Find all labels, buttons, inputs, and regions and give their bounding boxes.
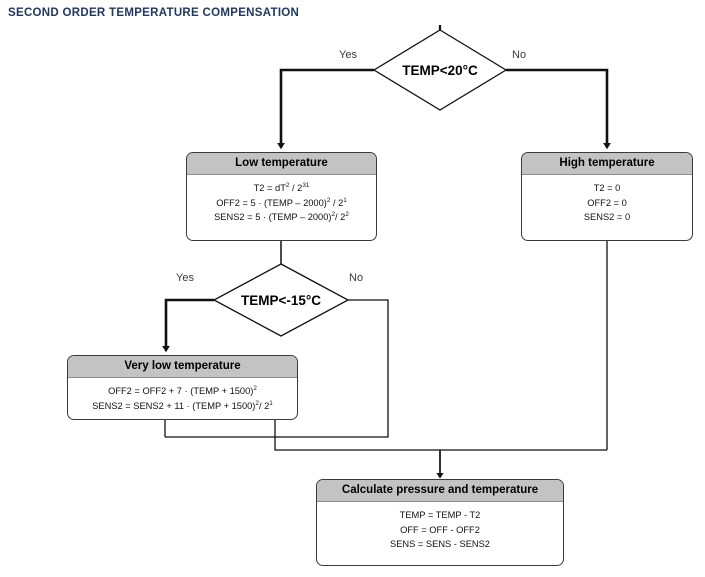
branch-label-no-2: No	[349, 272, 364, 284]
box-calculate-body: TEMP = TEMP - T2 OFF = OFF - OFF2 SENS =…	[317, 502, 563, 558]
branch-label-no-1: No	[512, 49, 527, 61]
high-temp-line-1: T2 = 0	[593, 183, 621, 194]
decision-temp-lt-20[interactable]: TEMP<20°C	[374, 30, 506, 110]
branch-label-yes-2: Yes	[176, 272, 194, 284]
calculate-line-1: TEMP = TEMP - T2	[399, 510, 481, 521]
branch-label-yes-1: Yes	[339, 49, 357, 61]
box-high-temperature[interactable]: High temperature T2 = 0 OFF2 = 0 SENS2 =…	[521, 152, 693, 241]
very-low-temp-line-1: OFF2 = OFF2 + 7 · (TEMP + 1500)2	[108, 385, 257, 397]
low-temp-line-3: SENS2 = 5 · (TEMP – 2000)2/ 22	[214, 210, 349, 223]
high-temp-line-2: OFF2 = 0	[587, 197, 627, 208]
decision-temp-lt-20-label: TEMP<20°C	[402, 62, 478, 78]
high-temp-line-3: SENS2 = 0	[583, 212, 631, 223]
very-low-temp-line-2: SENS2 = SENS2 + 11 · (TEMP + 1500)2/ 21	[92, 399, 273, 411]
box-very-low-temperature-body: OFF2 = OFF2 + 7 · (TEMP + 1500)2 SENS2 =…	[68, 378, 297, 419]
low-temp-line-1: T2 = dT2 / 231	[253, 182, 310, 194]
box-high-temperature-body: T2 = 0 OFF2 = 0 SENS2 = 0	[522, 175, 692, 231]
box-low-temperature[interactable]: Low temperature T2 = dT2 / 231 OFF2 = 5 …	[186, 152, 377, 241]
box-very-low-temperature[interactable]: Very low temperature OFF2 = OFF2 + 7 · (…	[67, 355, 298, 420]
decision-temp-lt-minus15-label: TEMP<-15°C	[240, 292, 322, 308]
decision-temp-lt-minus15[interactable]: TEMP<-15°C	[214, 264, 348, 336]
page-title: SECOND ORDER TEMPERATURE COMPENSATION	[8, 7, 300, 19]
low-temp-line-2: OFF2 = 5 · (TEMP – 2000)2 / 21	[216, 196, 347, 208]
box-high-temperature-header: High temperature	[522, 153, 692, 176]
box-low-temperature-header: Low temperature	[187, 153, 376, 176]
calculate-line-3: SENS = SENS - SENS2	[390, 539, 490, 550]
box-very-low-temperature-header: Very low temperature	[68, 356, 297, 379]
calculate-line-2: OFF = OFF - OFF2	[400, 524, 480, 535]
box-low-temperature-body: T2 = dT2 / 231 OFF2 = 5 · (TEMP – 2000)2…	[187, 175, 376, 231]
box-calculate-pressure-and-temperature[interactable]: Calculate pressure and temperature TEMP …	[316, 479, 564, 566]
box-calculate-header: Calculate pressure and temperature	[317, 480, 563, 503]
